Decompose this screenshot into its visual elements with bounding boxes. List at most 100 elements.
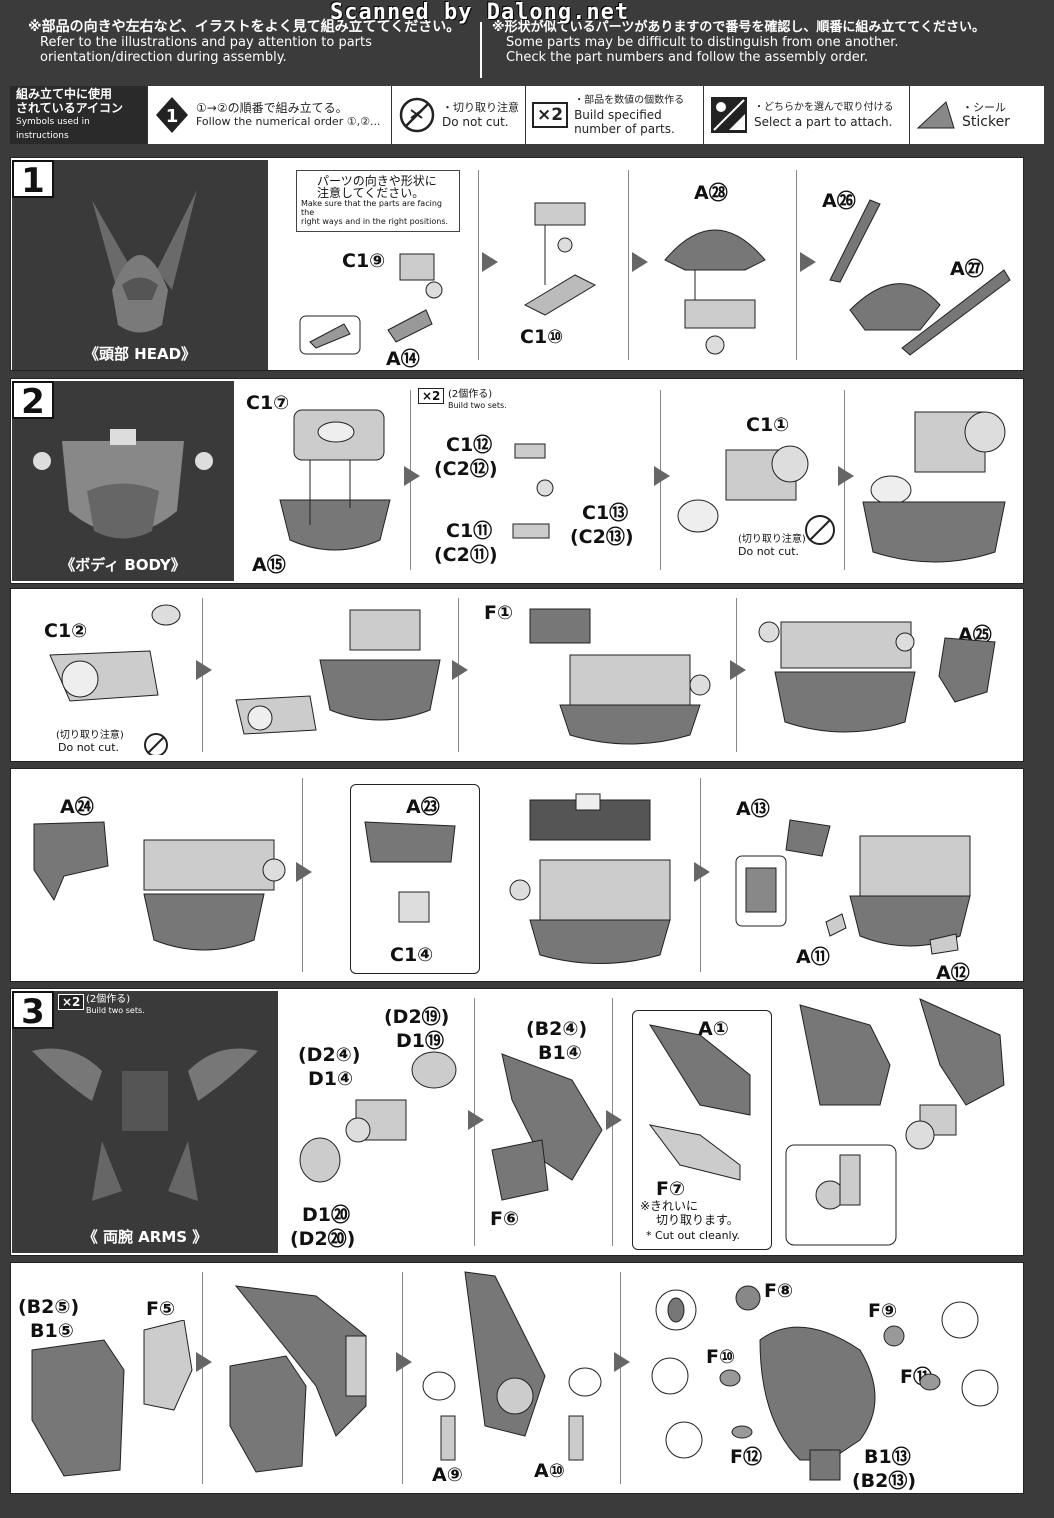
arrow-icon: [404, 466, 420, 486]
step3-caption: 《 両腕 ARMS 》: [82, 1228, 208, 1246]
step2c-panel2-parts-icon: [364, 821, 456, 923]
label-a15: A⑮: [252, 554, 286, 576]
step2c-panel1-parts-icon: [33, 821, 286, 951]
label-a14: A⑭: [386, 348, 420, 370]
label-b2-5: (B2⑤): [18, 1296, 80, 1318]
legend-order-en: Follow the numerical order ①,②...: [196, 115, 381, 128]
header-left-en2: orientation/direction during assembly.: [40, 50, 287, 65]
label-a27: A㉗: [950, 258, 984, 280]
step3-arms-thumbnail: 《 両腕 ARMS 》: [12, 991, 278, 1253]
label-a12: A⑫: [936, 962, 970, 984]
legend-sticker-jp: ・シール: [962, 101, 1006, 114]
step3b-divider-3: [620, 1272, 621, 1484]
label-b2-4: (B2④): [526, 1018, 588, 1040]
step3a-panel1-parts-icon: [299, 1051, 457, 1183]
step1-divider-1: [478, 170, 479, 360]
legend-title-jp2: されているアイコン: [16, 101, 124, 115]
label-c1-9: C1⑨: [342, 250, 386, 272]
header-left-en1: Refer to the illustrations and pay atten…: [40, 35, 372, 50]
label-f6: F⑥: [490, 1208, 520, 1230]
sticker-icon: [916, 101, 955, 129]
label-c1-7: C1⑦: [246, 392, 290, 414]
step2c-panel4-parts-icon: [735, 819, 971, 955]
label-d2-20: (D2⑳): [290, 1228, 356, 1250]
label-d1-20: D1⑳: [302, 1204, 350, 1226]
header-right-en1: Some parts may be difficult to distingui…: [506, 35, 899, 50]
x2-icon: ×2: [532, 102, 569, 128]
label-c1-13: C1⑬: [582, 502, 629, 524]
label-d1-19: D1⑲: [396, 1030, 444, 1052]
step1-caption: 《頭部 HEAD》: [83, 345, 197, 363]
step2-nocut-en: Do not cut.: [738, 545, 800, 558]
label-a9: A⑨: [432, 1464, 463, 1486]
step3b-panel2-parts-icon: [229, 1285, 367, 1473]
legend-title: 組み立て中に使用 されているアイコン Symbols used in instr…: [10, 86, 148, 144]
arrow-icon: [468, 1110, 484, 1130]
legend-sticker: ・シール Sticker: [910, 86, 1044, 144]
label-d2-4: (D2④): [298, 1044, 361, 1066]
legend-x2-jp: ・部品を数値の個数作る: [574, 95, 685, 106]
label-d2-19: (D2⑲): [384, 1006, 450, 1028]
label-c1-10: C1⑩: [520, 326, 564, 348]
step3b-panel1-parts-icon: [31, 1320, 193, 1477]
step2b-panel4-parts-icon: [758, 621, 996, 733]
step1-note-en1: Make sure that the parts are facing the: [301, 199, 442, 217]
legend-title-jp1: 組み立て中に使用: [16, 87, 113, 101]
do-not-cut-icon: [399, 97, 435, 133]
label-c1-4: C1④: [390, 944, 434, 966]
label-f12: F⑫: [730, 1446, 762, 1468]
step1-panel2-parts-icon: [523, 202, 597, 316]
step2c-detail-box: [350, 784, 480, 974]
step3-cut-jp2: 切り取ります。: [656, 1213, 739, 1227]
legend-nocut-jp: ・切り取り注意: [442, 101, 519, 114]
arrow-icon: [694, 862, 710, 882]
step3b-panel4-parts-icon: [651, 1285, 999, 1481]
step2-x2-icon: ×2: [418, 388, 445, 404]
label-d1-4: D1④: [308, 1068, 354, 1090]
body-preview-icon: [12, 381, 234, 581]
legend-order: 1 ①→②の順番で組み立てる。 Follow the numerical ord…: [148, 86, 392, 144]
head-preview-icon: [12, 160, 268, 370]
legend-select-jp: ・どちらかを選んで取り付ける: [754, 102, 894, 113]
label-c1-11: C1⑪: [446, 520, 493, 542]
step3-cut-en: * Cut out cleanly.: [646, 1229, 741, 1242]
arrow-icon: [632, 252, 648, 272]
arrow-icon: [606, 1110, 622, 1130]
step3-cut-jp1: ※きれいに: [640, 1199, 699, 1213]
icon-legend-bar: 組み立て中に使用 されているアイコン Symbols used in instr…: [10, 86, 1044, 144]
arrow-icon: [654, 466, 670, 486]
legend-x2-en2: number of parts.: [574, 122, 675, 136]
step1-panel3-parts-icon: [664, 229, 766, 355]
label-c2-11: (C2⑪): [434, 544, 498, 566]
step1-panel1-parts-icon: [299, 253, 443, 355]
label-a28: A㉘: [694, 182, 728, 204]
arrow-icon: [482, 252, 498, 272]
label-a1: A①: [698, 1018, 729, 1040]
step2-number-badge: 2: [12, 381, 54, 421]
header-right-note: ※形状が似ているパーツがありますので番号を確認し、順番に組み立ててください。 S…: [492, 20, 1042, 80]
label-c2-12: (C2⑫): [434, 458, 498, 480]
step1-divider-2: [628, 170, 629, 360]
label-b1-4: B1④: [538, 1042, 582, 1064]
arrow-icon: [614, 1352, 630, 1372]
label-f8: F⑧: [764, 1280, 794, 1302]
label-a10: A⑩: [534, 1460, 565, 1482]
legend-select: ・どちらかを選んで取り付ける Select a part to attach.: [704, 86, 910, 144]
label-c1-1: C1①: [746, 414, 790, 436]
step1-orientation-note: パーツの向きや形状に 注意してください。 Make sure that the …: [296, 170, 460, 232]
label-a23: A㉓: [406, 796, 440, 818]
step2-panel4-parts-icon: [862, 411, 1006, 563]
step3a-detail-box: [632, 1010, 772, 1250]
step2-panel3-parts-icon: [677, 445, 835, 545]
arrow-icon: [296, 862, 312, 882]
legend-select-en: Select a part to attach.: [754, 115, 893, 129]
step2-panel1-parts-icon: [279, 409, 391, 551]
label-f5: F⑤: [146, 1298, 176, 1320]
label-f10: F⑩: [706, 1346, 736, 1368]
step2c-panel3-parts-icon: [509, 793, 671, 964]
step3b-panel3-parts-icon: [422, 1271, 602, 1461]
arrow-icon: [196, 1352, 212, 1372]
legend-order-jp: ①→②の順番で組み立てる。: [196, 101, 348, 115]
step2b-panel3-parts-icon: [529, 608, 711, 745]
